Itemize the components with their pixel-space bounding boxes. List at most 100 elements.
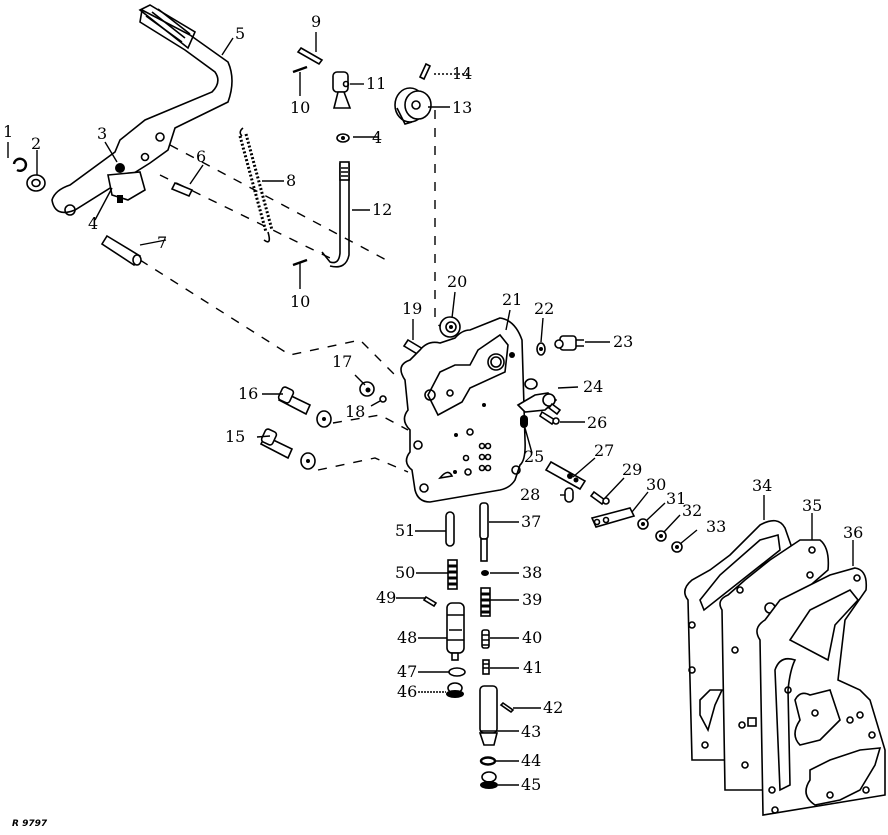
callout-35: 35 <box>802 496 822 515</box>
callout-11: 11 <box>366 74 386 93</box>
callout-4: 4 <box>372 128 382 147</box>
callout-32: 32 <box>682 501 702 520</box>
callout-16: 16 <box>238 384 258 403</box>
callout-21: 21 <box>502 290 522 309</box>
alignment-line <box>139 259 401 381</box>
callout-44: 44 <box>521 751 541 770</box>
leader-lines <box>7 32 854 786</box>
callout-50: 50 <box>395 563 415 582</box>
part-15-washer <box>300 452 316 470</box>
callout-12: 12 <box>372 200 392 219</box>
part-21-valve-housing <box>400 317 526 503</box>
part-11-clevis <box>332 71 352 109</box>
alignment-line <box>434 110 449 328</box>
callout-10: 10 <box>290 292 310 311</box>
callout-31: 31 <box>666 489 686 508</box>
part-1-snap-ring <box>12 157 28 172</box>
callout-24: 24 <box>583 377 603 396</box>
part-20-seal <box>439 316 461 338</box>
callout-42: 42 <box>543 698 563 717</box>
part-13-cam <box>394 87 432 125</box>
part-50-spring <box>447 559 458 590</box>
part-6-pin <box>170 181 194 198</box>
part-12-rod <box>321 161 350 268</box>
part-43-valve <box>478 685 499 746</box>
part-10-cotter-pin-a <box>292 65 308 74</box>
callout-1: 1 <box>3 122 13 141</box>
part-14-roll-pin <box>418 62 432 81</box>
alignment-lines <box>139 110 449 473</box>
callout-19: 19 <box>402 299 422 318</box>
part-24-detent-lever <box>516 378 562 416</box>
part-47-o-ring <box>448 667 466 677</box>
part-22-washer <box>536 342 546 356</box>
callout-25: 25 <box>524 447 544 466</box>
part-18-ball <box>379 395 387 403</box>
alignment-line <box>159 174 331 259</box>
callout-38: 38 <box>522 563 542 582</box>
callout-13: 13 <box>452 98 472 117</box>
part-45-plug <box>480 771 498 789</box>
callout-40: 40 <box>522 628 542 647</box>
part-41-spring <box>482 659 490 675</box>
callout-39: 39 <box>522 590 542 609</box>
part-10-cotter-pin-b <box>292 258 308 267</box>
part-28-spring <box>564 487 574 503</box>
callout-46: 46 <box>397 682 417 701</box>
part-7-pin <box>100 234 142 267</box>
callout-29: 29 <box>622 460 642 479</box>
part-26-pin <box>538 410 560 426</box>
callout-14: 14 <box>452 64 472 83</box>
part-40-spring <box>481 629 490 649</box>
part-37-spool <box>479 502 489 562</box>
part-38-ball <box>481 570 489 576</box>
part-48-valve <box>446 602 465 661</box>
callout-36: 36 <box>843 523 863 542</box>
callout-7: 7 <box>157 233 167 252</box>
callout-48: 48 <box>397 628 417 647</box>
callout-8: 8 <box>286 171 296 190</box>
callout-45: 45 <box>521 775 541 794</box>
part-30-link <box>590 507 636 528</box>
callout-18: 18 <box>345 402 365 421</box>
callout-2: 2 <box>31 134 41 153</box>
callout-4: 4 <box>88 214 98 233</box>
callout-26: 26 <box>587 413 607 432</box>
callout-labels: 1 2 3 4 4 5 6 7 8 9 10 10 11 12 13 14 15… <box>3 12 863 794</box>
part-32-washer <box>655 530 667 542</box>
part-2-washer <box>26 174 46 192</box>
callout-47: 47 <box>397 662 417 681</box>
callout-41: 41 <box>523 658 543 677</box>
callout-23: 23 <box>613 332 633 351</box>
callout-17: 17 <box>332 352 352 371</box>
callout-5: 5 <box>235 24 245 43</box>
callout-20: 20 <box>447 272 467 291</box>
part-9-pin <box>296 46 324 66</box>
callout-49: 49 <box>376 588 396 607</box>
callout-34: 34 <box>752 476 772 495</box>
callout-10: 10 <box>290 98 310 117</box>
callout-30: 30 <box>646 475 666 494</box>
part-25-spring <box>520 415 528 428</box>
part-16-washer <box>316 410 332 428</box>
alignment-line <box>169 144 391 263</box>
part-49-pin <box>422 595 438 608</box>
callout-22: 22 <box>534 299 554 318</box>
part-27-spool <box>544 460 587 491</box>
callout-51: 51 <box>395 521 415 540</box>
callout-43: 43 <box>521 722 541 741</box>
part-31-washer <box>637 518 649 530</box>
part-5-shift-lever <box>51 4 233 216</box>
part-33-nut <box>671 541 683 553</box>
part-17-nut <box>359 381 375 397</box>
part-44-o-ring <box>479 756 497 766</box>
callout-15: 15 <box>225 427 245 446</box>
alignment-line <box>317 457 409 473</box>
part-51-pin <box>445 511 455 547</box>
part-42-pin <box>499 701 515 714</box>
callout-3: 3 <box>97 124 107 143</box>
part-23-switch <box>554 335 584 351</box>
part-8-spring <box>238 127 274 243</box>
